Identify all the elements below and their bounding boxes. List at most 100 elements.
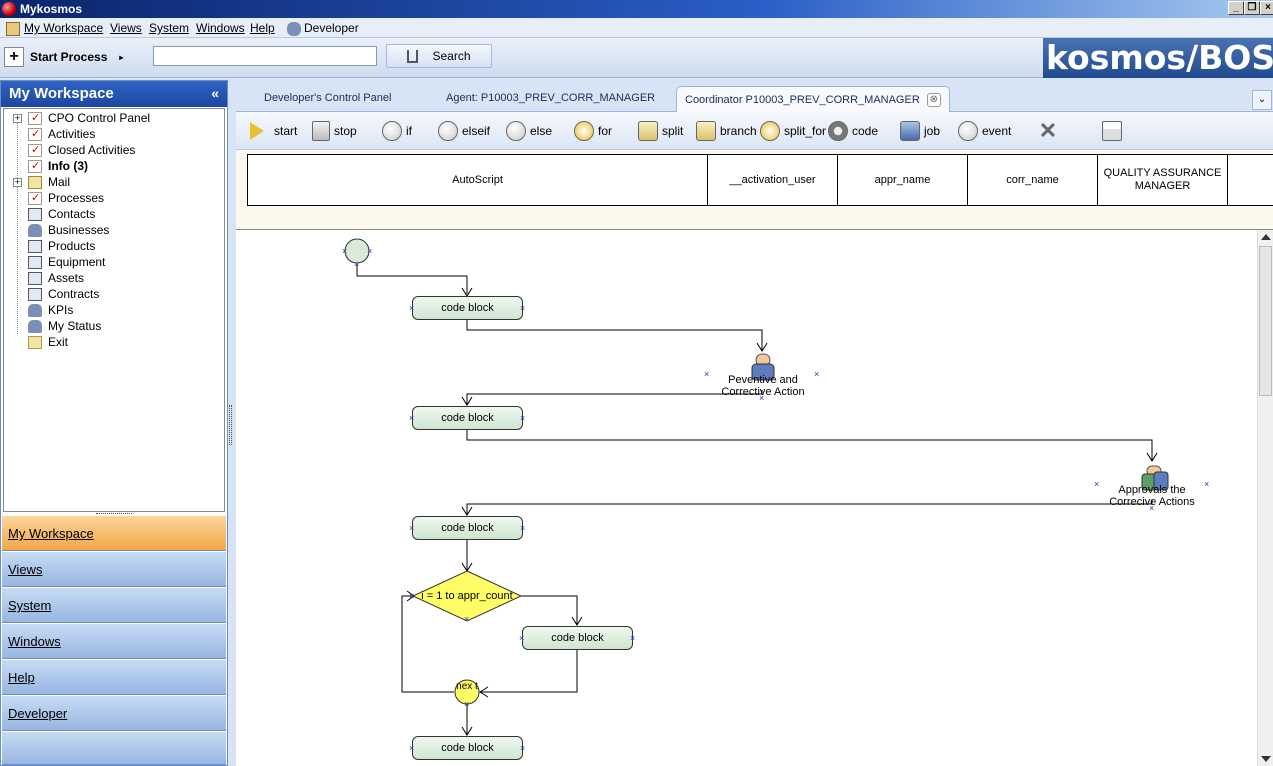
flow-tool-palette: start stop if elseif else for split bran… [236, 112, 1273, 150]
scroll-thumb[interactable] [1259, 246, 1272, 396]
developer-icon [287, 21, 301, 36]
tool-elseif[interactable]: elseif [438, 119, 490, 143]
menu-developer[interactable]: Developer [287, 21, 359, 36]
tab-coordinator[interactable]: Coordinator P10003_PREV_CORR_MANAGER ⊗ [676, 86, 950, 113]
arrowhead [756, 342, 768, 352]
tool-stop[interactable]: stop [312, 119, 357, 143]
tool-split-for[interactable]: split_for [760, 119, 826, 143]
tool-start[interactable]: start [250, 119, 297, 143]
tree-item-label: Info (3) [48, 159, 88, 173]
split-for-icon [760, 121, 780, 141]
tab-list-icon[interactable]: ⌄ [1252, 90, 1272, 110]
close-tab-icon[interactable]: ⊗ [926, 93, 941, 107]
anchor-marker: × [354, 259, 360, 269]
play-icon [250, 122, 264, 140]
exit-icon [28, 335, 42, 349]
person-icon [28, 303, 42, 317]
anchor-marker: × [759, 393, 765, 403]
column-autoscript[interactable]: AutoScript [247, 154, 708, 206]
connector [356, 264, 468, 294]
arrowhead [1146, 452, 1158, 462]
nav-windows[interactable]: Windows [2, 623, 226, 659]
tree-item-label: Equipment [48, 255, 106, 269]
tool-job[interactable]: job [900, 119, 940, 143]
tab-strip: Developer's Control Panel Agent: P10003_… [236, 86, 1273, 113]
next-label: nex t [456, 681, 478, 692]
nav-developer[interactable]: Developer [2, 695, 226, 731]
vertical-scrollbar[interactable] [1257, 230, 1273, 766]
tool-event[interactable]: event [958, 119, 1011, 143]
restore-button[interactable]: ❐ [1244, 1, 1260, 15]
checklist-icon [28, 127, 42, 141]
code-block-node[interactable]: code block [412, 516, 523, 540]
tab-agent[interactable]: Agent: P10003_PREV_CORR_MANAGER [446, 92, 656, 104]
column-more[interactable] [1227, 154, 1273, 206]
status-icon [28, 319, 42, 333]
checklist-icon [28, 191, 42, 205]
scroll-down-icon[interactable] [1261, 756, 1271, 762]
nav-system[interactable]: System [2, 587, 226, 623]
code-block-node[interactable]: code block [412, 406, 523, 430]
split-icon [638, 121, 658, 141]
tree-item-label: Closed Activities [48, 143, 136, 157]
tool-for[interactable]: for [574, 119, 612, 143]
nav-my-workspace[interactable]: My Workspace [2, 515, 226, 551]
anchor-marker: × [409, 303, 415, 313]
search-input[interactable] [153, 46, 377, 66]
tab-developers-control-panel[interactable]: Developer's Control Panel [264, 92, 392, 104]
code-block-node[interactable]: code block [412, 296, 523, 320]
menu-views[interactable]: Views [110, 21, 142, 35]
expand-icon[interactable]: + [13, 112, 22, 123]
search-icon [407, 49, 419, 63]
tree-item-label: Contacts [48, 207, 96, 221]
workspace-tree: +CPO Control PanelActivitiesClosed Activ… [3, 108, 225, 512]
menu-system[interactable]: System [149, 21, 190, 35]
connector [466, 390, 763, 404]
tool-delete[interactable]: ✕ [1038, 119, 1062, 143]
tool-split[interactable]: split [638, 119, 683, 143]
anchor-marker: × [342, 246, 348, 256]
tree-item-label: Products [48, 239, 96, 253]
workspace-pane: My Workspace « +CPO Control PanelActivit… [0, 80, 228, 766]
next-node[interactable] [454, 679, 480, 705]
column-corr-name[interactable]: corr_name [967, 154, 1098, 206]
code-block-node[interactable]: code block [522, 626, 633, 650]
menu-windows[interactable]: Windows [196, 21, 245, 35]
menu-my-workspace[interactable]: My Workspace [6, 21, 103, 36]
search-button[interactable]: Search [386, 44, 492, 68]
tool-code[interactable]: code [828, 119, 878, 143]
menu-help[interactable]: Help [250, 21, 275, 35]
connector [466, 430, 1153, 460]
code-block-node[interactable]: code block [412, 736, 523, 760]
start-process-button[interactable]: + Start Process ▸ [4, 45, 123, 69]
tool-if[interactable]: if [382, 119, 412, 143]
vertical-splitter-handle[interactable] [229, 405, 232, 445]
scroll-up-icon[interactable] [1261, 234, 1271, 240]
tool-else[interactable]: else [506, 119, 552, 143]
tool-print[interactable] [1102, 119, 1126, 143]
tree-item-label: Businesses [48, 223, 110, 237]
anchor-marker: × [704, 369, 710, 379]
nav-views[interactable]: Views [2, 551, 226, 587]
for-loop-node[interactable] [411, 570, 523, 622]
column-qa-manager[interactable]: QUALITY ASSURANCE MANAGER [1097, 154, 1228, 206]
column-activation-user[interactable]: __activation_user [707, 154, 838, 206]
expand-icon[interactable]: + [13, 176, 22, 187]
flow-canvas[interactable]: code block code block code block code bl… [236, 230, 1257, 766]
tool-branch[interactable]: branch [696, 119, 757, 143]
anchor-marker: × [464, 614, 470, 624]
job-node-2[interactable] [1141, 465, 1169, 491]
nav-help[interactable]: Help [2, 659, 226, 695]
gear-icon [828, 121, 848, 141]
anchor-marker: × [367, 246, 373, 256]
column-appr-name[interactable]: appr_name [837, 154, 968, 206]
job-node-1[interactable] [751, 353, 775, 381]
loop-icon [574, 121, 594, 141]
start-node[interactable] [344, 238, 370, 264]
collapse-icon[interactable]: « [211, 85, 219, 101]
connector [480, 650, 578, 693]
checklist-icon [28, 111, 42, 125]
minimize-button[interactable]: _ [1228, 1, 1244, 15]
close-button[interactable]: × [1260, 1, 1273, 15]
anchor-marker: × [409, 591, 415, 601]
